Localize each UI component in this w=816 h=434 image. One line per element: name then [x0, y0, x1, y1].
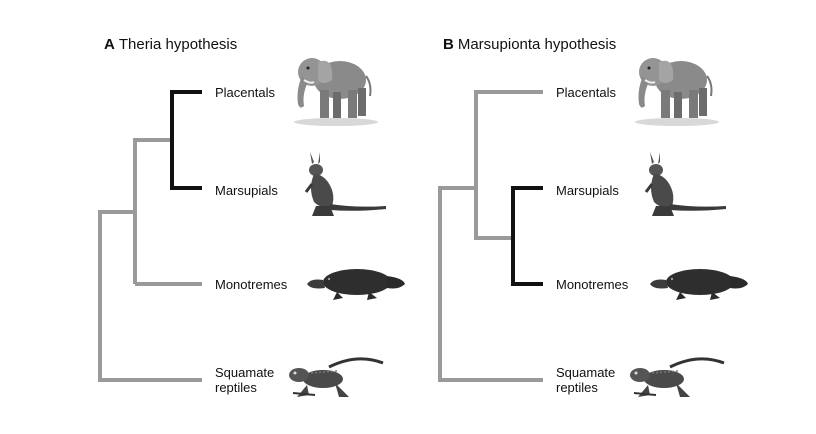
panel-b-letter: B: [443, 36, 454, 53]
panel-a-letter: A: [104, 36, 115, 53]
leaf-placentals-b: Placentals: [556, 85, 616, 100]
platypus-icon: [307, 269, 405, 300]
branch-mammalia-b: [474, 90, 543, 240]
leaf-squamate-line2-a: reptiles: [215, 380, 257, 395]
lizard-icon: [628, 357, 726, 399]
branch-root-b: [438, 186, 543, 382]
leaf-squamate-line1-b: Squamate: [556, 365, 616, 380]
panel-a-title-text: Theria hypothesis: [118, 36, 238, 53]
leaf-monotremes-a: Monotremes: [215, 277, 288, 292]
phylogeny-tree-a: [98, 90, 202, 382]
leaf-squamate-b: Squamate reptiles: [556, 365, 615, 395]
branch-marsupionta-b: [511, 186, 543, 286]
elephant-icon: [634, 57, 720, 127]
branch-theria-a: [170, 90, 202, 190]
kangaroo-icon: [644, 150, 728, 218]
leaf-placentals-a: Placentals: [215, 85, 275, 100]
branch-root-a: [98, 210, 202, 382]
phylogeny-tree-b: [438, 90, 543, 382]
leaf-squamate-a: Squamate reptiles: [215, 365, 274, 395]
leaf-monotremes-b: Monotremes: [556, 277, 629, 292]
leaf-squamate-line2-b: reptiles: [556, 380, 598, 395]
lizard-icon: [287, 357, 385, 399]
kangaroo-icon: [304, 150, 388, 218]
panel-b-title-text: Marsupionta hypothesis: [457, 36, 617, 53]
leaf-marsupials-a: Marsupials: [215, 183, 278, 198]
leaf-squamate-line1-a: Squamate: [215, 365, 275, 380]
platypus-icon: [650, 269, 748, 300]
branch-mammalia-a: [133, 138, 172, 284]
elephant-icon: [293, 57, 379, 127]
leaf-marsupials-b: Marsupials: [556, 183, 619, 198]
